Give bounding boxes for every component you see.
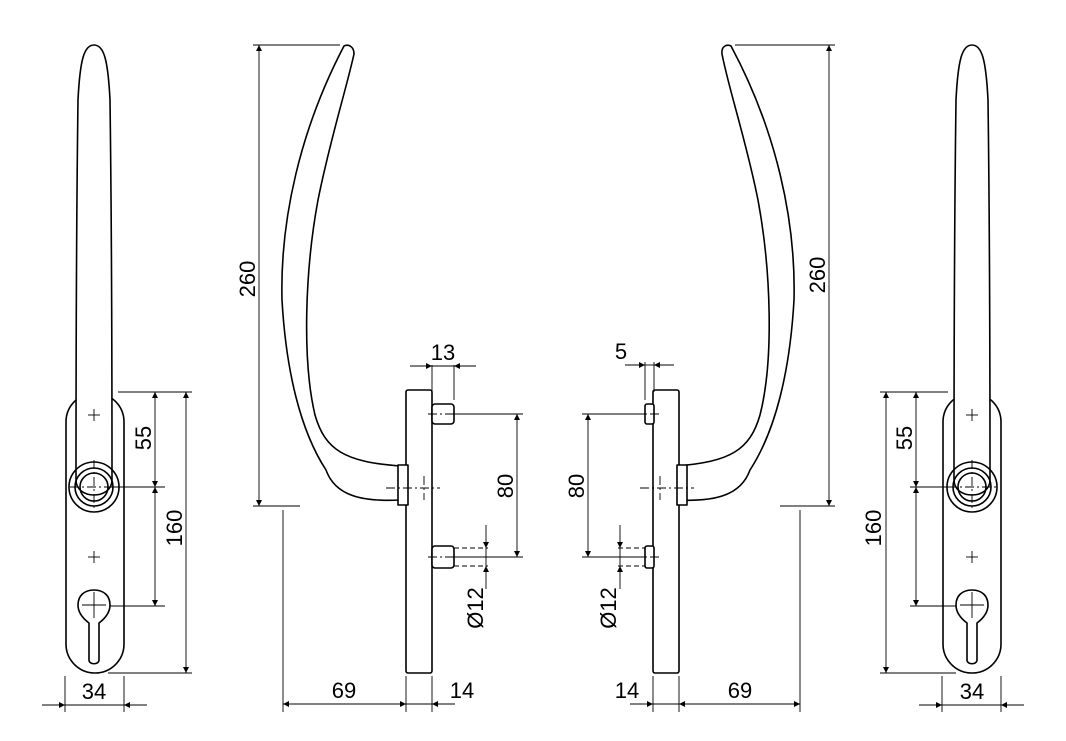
dimension-lines-side-left [253,44,523,712]
right-front-view: 55 160 34 [861,44,1024,712]
dim-label-14-right: 14 [615,678,639,703]
dim-label-69-left: 69 [332,678,356,703]
right-side-view: 5 80 Ø12 14 69 260 [564,44,835,712]
dimension-lines-side-right [582,44,835,712]
handle-lever-right [953,44,991,496]
left-front-view: 55 160 34 [42,44,192,712]
dimension-lines [42,391,192,712]
hub-right [676,464,688,506]
dimension-lines-front-right [880,391,1024,712]
dim-label-d12-right: Ø12 [596,587,621,629]
dim-label-260-right: 260 [805,257,830,294]
bolts [431,403,488,569]
dim-label-80-right: 80 [564,474,589,498]
fixing-marks [70,409,118,618]
dim-label-69-right: 69 [728,678,752,703]
dim-label-80-left: 80 [493,474,518,498]
dim-label-d12-left: Ø12 [463,587,488,629]
dim-label-55-right: 55 [892,426,917,450]
handle-lever-side [281,44,401,502]
left-side-view: 260 13 80 Ø12 69 14 [235,44,523,712]
handle-lever [75,44,113,496]
cylinder-cutout [77,589,111,665]
dim-label-260-left: 260 [235,261,260,298]
rose-plate-right [652,389,680,674]
dim-label-55: 55 [131,426,156,450]
dim-label-13: 13 [431,340,455,365]
dim-label-14-left: 14 [450,678,474,703]
bolts-right [618,403,655,569]
dim-label-34-left: 34 [82,679,106,704]
dim-label-5: 5 [615,339,627,364]
cylinder-cutout-right [955,589,989,665]
dim-label-160-left: 160 [162,510,187,547]
dim-label-160-right: 160 [861,510,886,547]
dim-label-34-right: 34 [960,679,984,704]
rose-plate [405,389,433,674]
hub [397,464,409,506]
handle-lever-side-right [675,44,795,502]
fixing-marks-right [948,409,996,618]
